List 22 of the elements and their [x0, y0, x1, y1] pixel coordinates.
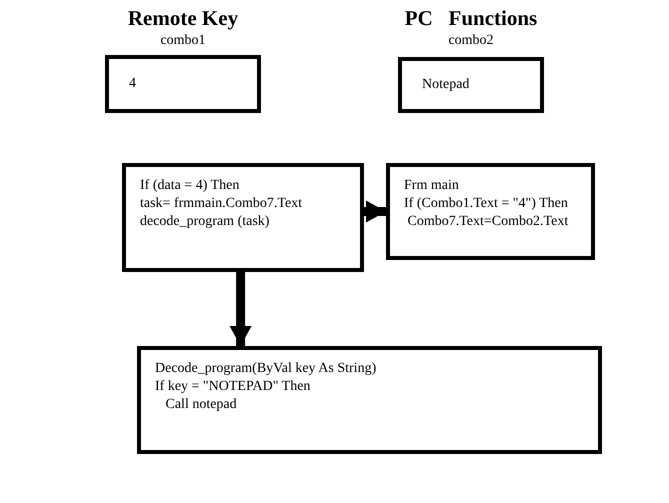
arrow	[230, 272, 252, 346]
code-line: If (Combo1.Text = "4") Then	[404, 195, 569, 213]
field-value: 4	[129, 75, 136, 93]
field-name: combo2	[447, 33, 495, 49]
code-line: decode_program (task)	[140, 213, 270, 231]
code-box	[137, 346, 602, 454]
code-line: Frm main	[404, 177, 460, 195]
code-box	[386, 163, 595, 260]
field-value: Notepad	[422, 76, 470, 94]
code-box	[122, 163, 364, 272]
code-line: Call notepad	[164, 396, 238, 414]
input-box	[398, 57, 544, 113]
code-line: If (data = 4) Then	[140, 177, 240, 195]
heading: Remote Key	[126, 6, 240, 31]
field-name: combo1	[159, 33, 207, 49]
code-line: Combo7.Text=Combo2.Text	[406, 213, 570, 231]
input-box	[105, 55, 261, 113]
code-line: If key = "NOTEPAD" Then	[155, 378, 312, 396]
heading: PC Functions	[404, 6, 538, 31]
code-line: Decode_program(ByVal key As String)	[155, 360, 378, 378]
arrow	[364, 200, 386, 222]
code-line: task= frmmain.Combo7.Text	[140, 195, 304, 213]
